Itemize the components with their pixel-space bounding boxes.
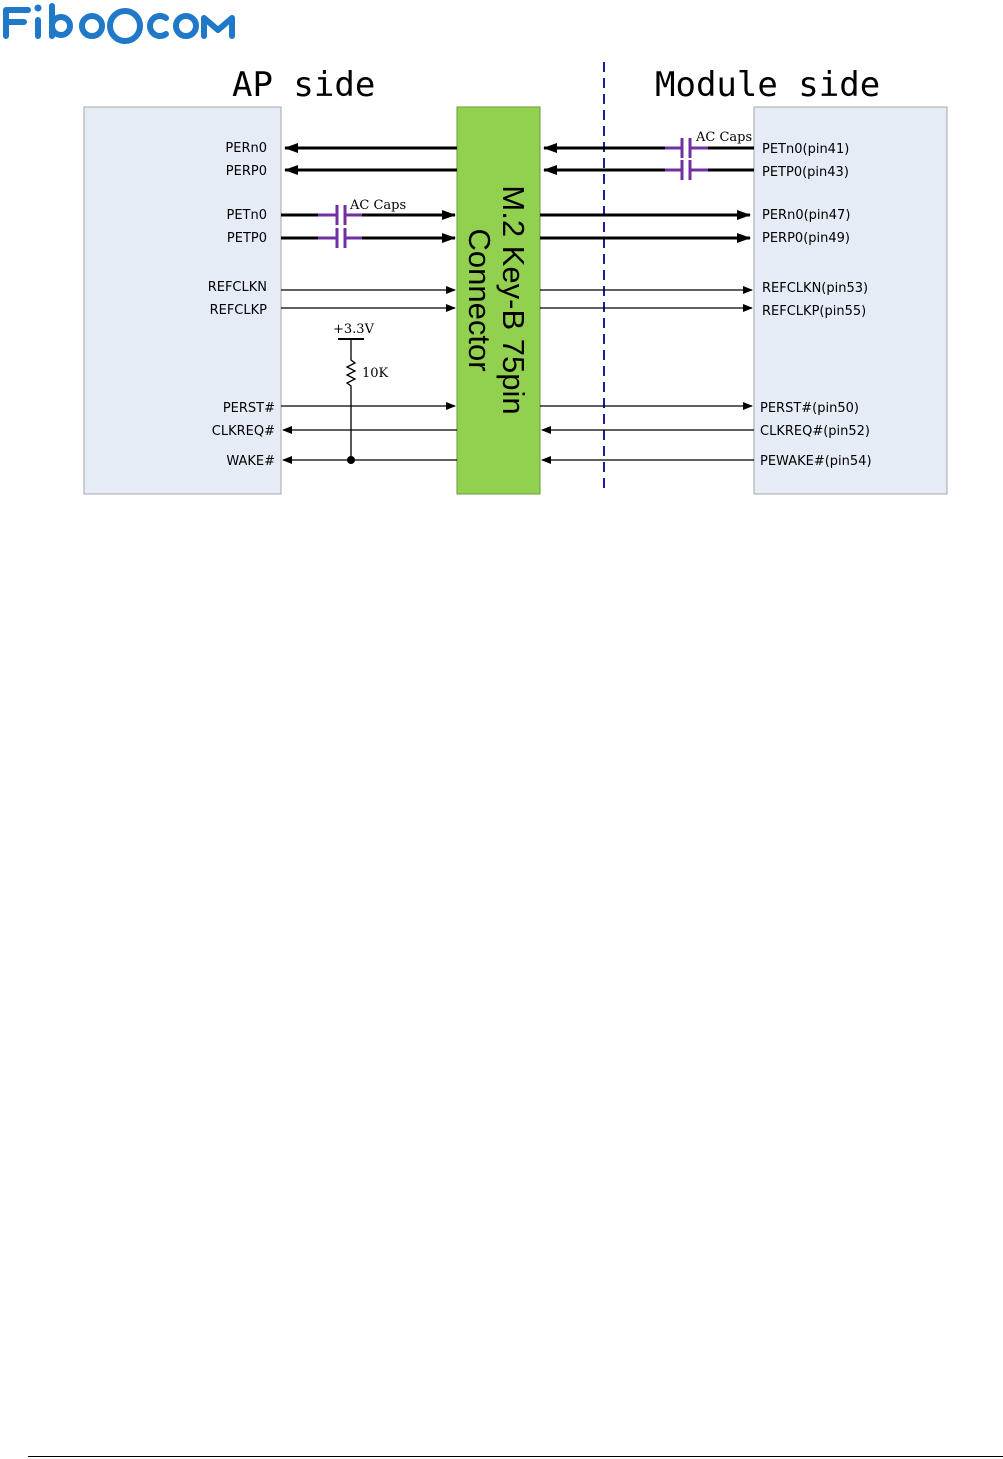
module-signal-label: PETP0(pin43)	[762, 165, 849, 180]
module-signal-label: REFCLKN(pin53)	[762, 281, 868, 296]
ap-signal-label: PERST#	[223, 401, 275, 416]
footer-rule	[28, 1456, 1003, 1457]
ap-signal-label: REFCLKN	[208, 280, 267, 295]
ap-signal-label: PETn0	[226, 208, 267, 223]
connector-label-line1: M.2 Key-B 75pin	[496, 185, 531, 414]
ap-signal-label: WAKE#	[226, 454, 275, 469]
pullup-resistor-icon	[347, 339, 355, 460]
module-signal-label: PEWAKE#(pin54)	[760, 454, 872, 469]
ap-signal-label: CLKREQ#	[212, 424, 275, 439]
module-signal-label: PETn0(pin41)	[762, 142, 849, 157]
ac-caps-label-ap: AC Caps	[349, 198, 406, 213]
module-signal-label: PERP0(pin49)	[762, 231, 850, 246]
voltage-label: +3.3V	[333, 322, 375, 337]
resistor-label: 10K	[362, 366, 389, 381]
module-signal-label: REFCLKP(pin55)	[762, 304, 866, 319]
module-signal-label: CLKREQ#(pin52)	[760, 424, 870, 439]
module-side-title: Module side	[655, 65, 880, 105]
junction-dot-icon	[347, 456, 355, 464]
ap-signal-label: PERP0	[226, 164, 267, 179]
ap-signal-label: PERn0	[225, 141, 267, 156]
ac-caps-label-module: AC Caps	[695, 130, 752, 145]
pcie-interface-diagram: AP side Module side M.2 Key-B 75pin Conn…	[0, 0, 1003, 520]
module-signal-label: PERn0(pin47)	[762, 208, 850, 223]
ap-signal-label: REFCLKP	[210, 303, 268, 318]
ap-signal-label: PETP0	[227, 231, 267, 246]
ap-side-title: AP side	[232, 65, 375, 105]
module-signal-label: PERST#(pin50)	[760, 401, 859, 416]
connector-label-line2: Connector	[462, 228, 497, 371]
